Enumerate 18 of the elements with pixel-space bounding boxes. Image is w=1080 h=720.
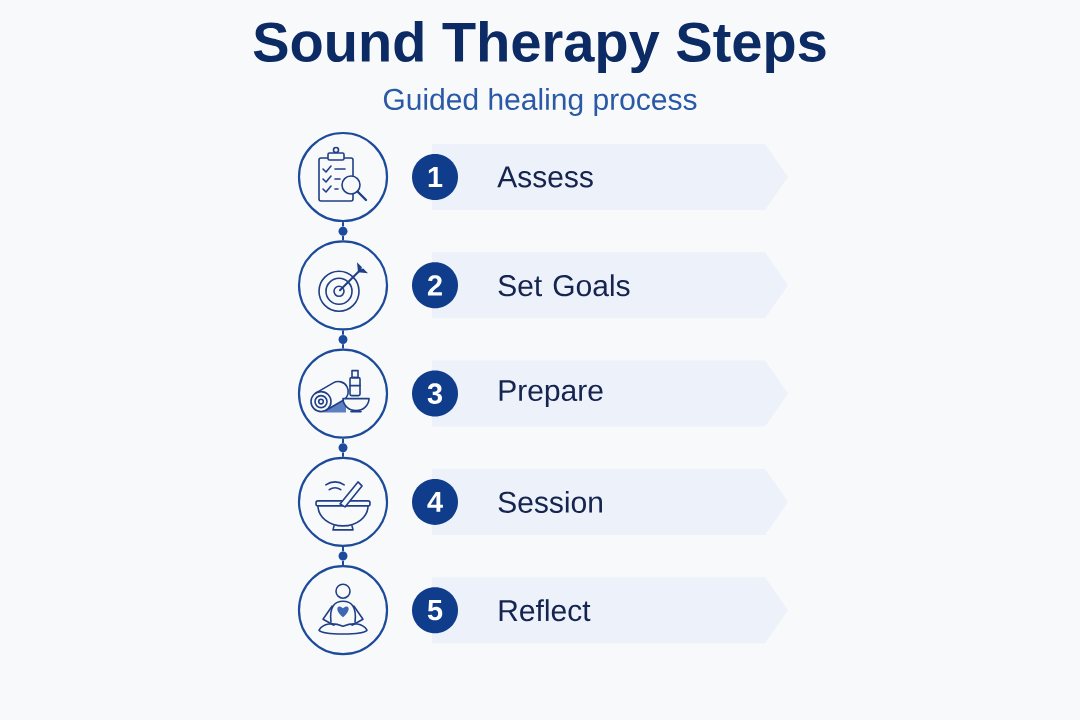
number-badge: 5 <box>412 587 458 634</box>
title: Sound Therapy Steps <box>253 20 826 74</box>
connector <box>342 329 344 336</box>
subtitle: Guided healing process <box>383 88 697 116</box>
connector <box>342 559 344 567</box>
connector <box>342 343 344 350</box>
number-badge: 1 <box>412 154 458 200</box>
number-badge: 4 <box>412 478 458 525</box>
connector <box>342 437 344 445</box>
icon-circle <box>297 240 389 331</box>
connector <box>342 234 344 242</box>
number-badge: 2 <box>412 262 458 309</box>
connector <box>342 546 344 553</box>
connector <box>342 451 344 458</box>
number-badge: 3 <box>412 370 458 417</box>
connector <box>342 221 344 228</box>
icon-circle <box>297 131 389 223</box>
icon-circle <box>297 565 389 656</box>
